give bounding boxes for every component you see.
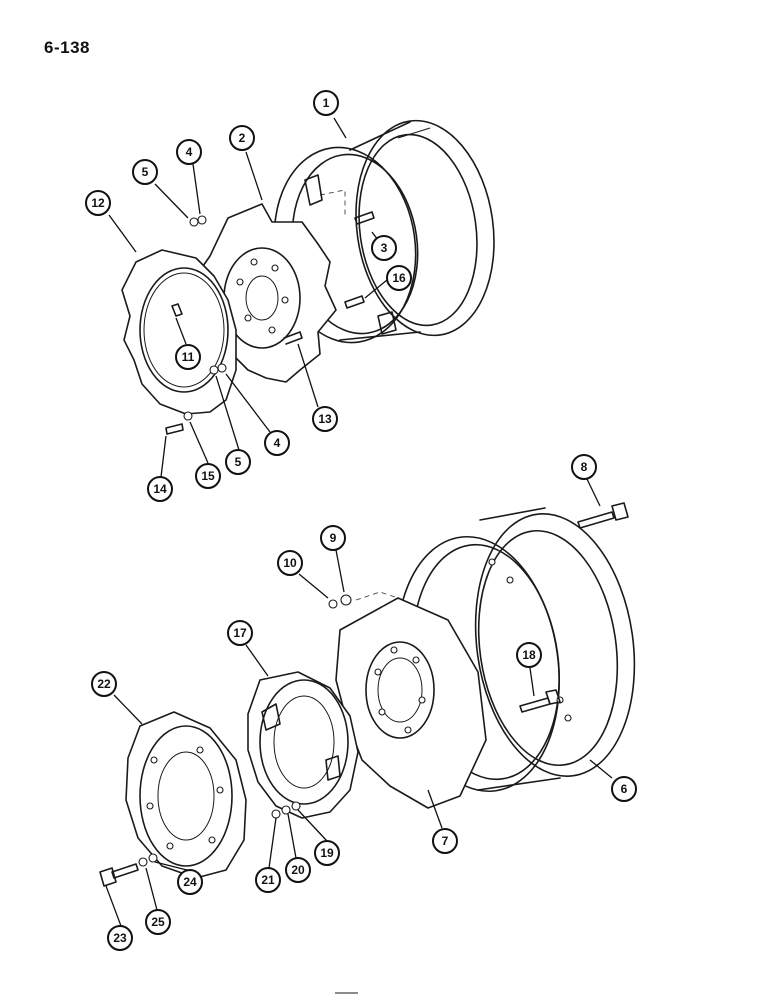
lower-center-plate bbox=[335, 591, 487, 809]
callout-4-lower: 4 bbox=[264, 430, 290, 456]
lower-plate-fasteners bbox=[328, 594, 352, 609]
callout-4-upper: 4 bbox=[176, 139, 202, 165]
callout-13: 13 bbox=[312, 406, 338, 432]
page-number: 6-138 bbox=[44, 38, 90, 57]
callout-7: 7 bbox=[432, 828, 458, 854]
callout-8: 8 bbox=[571, 454, 597, 480]
svg-text:16: 16 bbox=[392, 271, 406, 285]
middle-wheel-weight bbox=[247, 671, 359, 819]
svg-text:5: 5 bbox=[142, 165, 149, 179]
svg-text:21: 21 bbox=[261, 873, 275, 887]
callout-5-lower: 5 bbox=[225, 449, 251, 475]
callout-6: 6 bbox=[611, 776, 637, 802]
callout-25: 25 bbox=[145, 909, 171, 935]
callout-24: 24 bbox=[177, 869, 203, 895]
callout-14: 14 bbox=[147, 476, 173, 502]
svg-text:5: 5 bbox=[235, 455, 242, 469]
callout-11: 11 bbox=[175, 344, 201, 370]
svg-text:7: 7 bbox=[442, 834, 449, 848]
svg-text:11: 11 bbox=[182, 350, 195, 364]
svg-text:20: 20 bbox=[291, 863, 305, 877]
upper-hardware bbox=[165, 211, 375, 435]
svg-text:18: 18 bbox=[522, 648, 536, 662]
svg-text:13: 13 bbox=[318, 412, 332, 426]
callout-10: 10 bbox=[277, 550, 303, 576]
svg-text:1: 1 bbox=[323, 96, 330, 110]
callout-5-upper: 5 bbox=[132, 159, 158, 185]
callout-16: 16 bbox=[386, 265, 412, 291]
svg-text:4: 4 bbox=[186, 145, 193, 159]
svg-text:17: 17 bbox=[233, 626, 247, 640]
callout-17: 17 bbox=[227, 620, 253, 646]
lower-hardware bbox=[99, 801, 301, 887]
callout-15: 15 bbox=[195, 463, 221, 489]
lower-rim-bolts bbox=[519, 502, 629, 713]
callout-20: 20 bbox=[285, 857, 311, 883]
callout-19: 19 bbox=[314, 840, 340, 866]
callout-1: 1 bbox=[313, 90, 339, 116]
svg-text:25: 25 bbox=[151, 915, 165, 929]
callout-3: 3 bbox=[371, 235, 397, 261]
svg-text:8: 8 bbox=[581, 460, 588, 474]
callout-23: 23 bbox=[107, 925, 133, 951]
svg-text:15: 15 bbox=[201, 469, 215, 483]
callout-22: 22 bbox=[91, 671, 117, 697]
svg-text:2: 2 bbox=[239, 131, 246, 145]
upper-wheel-weight bbox=[121, 249, 237, 415]
svg-text:12: 12 bbox=[91, 196, 105, 210]
callout-21: 21 bbox=[255, 867, 281, 893]
svg-text:23: 23 bbox=[113, 931, 127, 945]
svg-text:24: 24 bbox=[183, 875, 197, 889]
callout-18: 18 bbox=[516, 642, 542, 668]
callout-2: 2 bbox=[229, 125, 255, 151]
svg-text:22: 22 bbox=[97, 677, 111, 691]
callout-9: 9 bbox=[320, 525, 346, 551]
svg-text:14: 14 bbox=[153, 482, 167, 496]
svg-text:10: 10 bbox=[283, 556, 297, 570]
svg-text:19: 19 bbox=[320, 846, 334, 860]
svg-text:4: 4 bbox=[274, 436, 281, 450]
svg-text:3: 3 bbox=[381, 241, 388, 255]
callout-12: 12 bbox=[85, 190, 111, 216]
svg-text:6: 6 bbox=[621, 782, 628, 796]
leader-lines bbox=[105, 117, 613, 927]
outer-wheel-weight bbox=[125, 711, 247, 879]
svg-text:9: 9 bbox=[330, 531, 337, 545]
